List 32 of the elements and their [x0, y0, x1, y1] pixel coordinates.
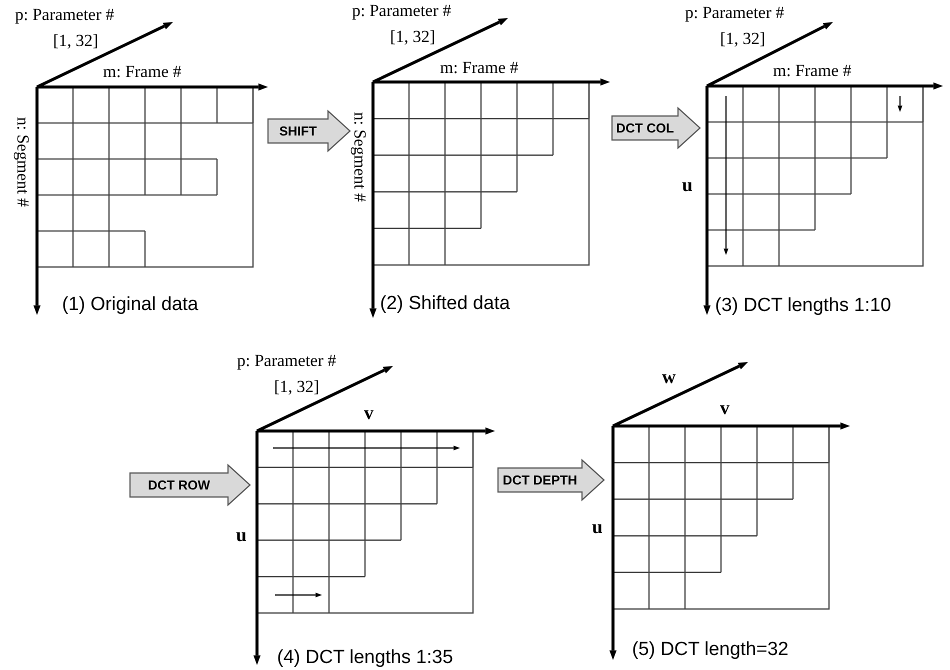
axis-label: [1, 32]	[53, 32, 98, 51]
panel-caption: (5) DCT length=32	[632, 640, 788, 661]
axis-label: p: Parameter #	[15, 6, 114, 25]
edge-label: SHIFT	[279, 124, 317, 138]
block-arrow	[129, 464, 251, 506]
axis-label: m: Frame #	[103, 63, 182, 82]
axis-label: p: Parameter #	[352, 2, 452, 21]
axis-label: u	[236, 526, 247, 547]
block-arrow	[611, 106, 701, 150]
edge-label: DCT ROW	[148, 478, 210, 492]
axis-label: p: Parameter #	[685, 4, 784, 23]
block-arrow	[497, 458, 605, 502]
block-arrow	[267, 110, 351, 152]
axis-label: [1, 32]	[720, 30, 766, 49]
axis-label: [1, 32]	[390, 28, 436, 47]
axis-label: m: Frame #	[773, 62, 852, 81]
axis-label: n: Segment #	[13, 117, 32, 207]
edge-label: DCT COL	[616, 122, 674, 134]
axis-label: m: Frame #	[440, 59, 518, 78]
panel-caption: (1) Original data	[62, 295, 198, 316]
axis-label: [1, 32]	[274, 378, 320, 397]
panel-caption: (2) Shifted data	[380, 294, 510, 315]
axis-label: n: Segment #	[350, 112, 369, 202]
axis-label: v	[364, 404, 374, 425]
axis-label: u	[682, 176, 693, 197]
axis-label: u	[592, 518, 603, 539]
panel-caption: (3) DCT lengths 1:10	[715, 296, 892, 317]
axis-label: v	[720, 399, 730, 420]
axis-label: w	[662, 368, 676, 389]
edge-label: DCT DEPTH	[502, 474, 578, 486]
axis-label: p: Parameter #	[237, 352, 336, 371]
panel-caption: (4) DCT lengths 1:35	[277, 648, 454, 669]
